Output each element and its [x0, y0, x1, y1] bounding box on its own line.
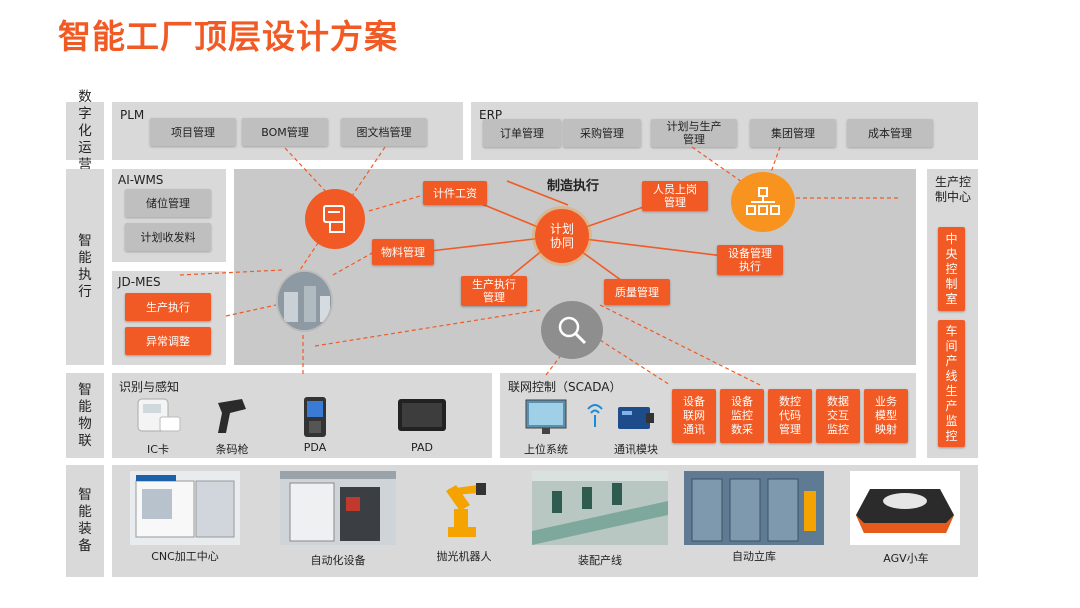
- wms-item-storage[interactable]: 储位管理: [125, 189, 211, 217]
- organization-circle[interactable]: [731, 172, 795, 232]
- erp-panel: ERP 订单管理 采购管理 计划与生产管理 集团管理 成本管理: [471, 102, 978, 160]
- equip-polishing-robot: 抛光机器人: [436, 550, 492, 563]
- wms-label: AI-WMS: [118, 173, 164, 187]
- tablet-icon: [398, 399, 446, 431]
- node-quality[interactable]: 质量管理: [604, 279, 670, 305]
- barcode-scanner-icon: [218, 399, 246, 433]
- document-flow-circle[interactable]: [305, 189, 365, 249]
- device-pda: PDA: [303, 441, 327, 454]
- comm-module-icon: [618, 407, 654, 429]
- equip-automation: 自动化设备: [310, 554, 366, 567]
- pda-icon: [304, 397, 326, 437]
- plm-item-bom[interactable]: BOM管理: [242, 118, 328, 146]
- org-chart-icon: [746, 187, 780, 215]
- analysis-circle[interactable]: [541, 301, 603, 359]
- scada-panel: 联网控制（SCADA） 上位系统 通讯模块 设备联网通讯 设备监控数采 数控代码…: [500, 373, 916, 458]
- erp-item-planning[interactable]: 计划与生产管理: [651, 119, 737, 147]
- device-pad: PAD: [411, 441, 433, 454]
- control-center-item-central[interactable]: 中央控制室: [938, 227, 965, 311]
- layer-label-smart-equip: 智能装备: [66, 465, 104, 577]
- document-icon: [323, 205, 345, 233]
- mfg-title: 制造执行: [547, 179, 600, 194]
- mes-label: JD-MES: [118, 275, 161, 289]
- erp-item-orders[interactable]: 订单管理: [483, 119, 561, 147]
- node-equipment-exec[interactable]: 设备管理执行: [717, 245, 783, 275]
- layer-label-text: 数字化运营: [78, 88, 92, 173]
- erp-item-cost[interactable]: 成本管理: [847, 119, 933, 147]
- device-barcode-gun: 条码枪: [215, 443, 249, 456]
- control-center-item-workshop[interactable]: 车间产线生产监控: [938, 320, 965, 447]
- agv-robot-image: [850, 471, 960, 545]
- assembly-line-image: [532, 471, 668, 545]
- equip-cnc: CNC加工中心: [151, 550, 219, 563]
- mes-item-exception[interactable]: 异常调整: [125, 327, 211, 355]
- plm-label: PLM: [120, 108, 145, 122]
- cnc-machine-image: [130, 471, 240, 545]
- polishing-robot-image: [446, 483, 486, 537]
- equip-auto-warehouse: 自动立库: [732, 550, 776, 563]
- erp-label: ERP: [479, 108, 503, 122]
- layer-label-smart-iot: 智能物联: [66, 373, 104, 458]
- scada-func-model[interactable]: 业务模型映射: [864, 389, 908, 443]
- erp-item-purchase[interactable]: 采购管理: [563, 119, 641, 147]
- scada-label: 联网控制（SCADA）: [508, 380, 622, 394]
- ic-card-reader-icon: [137, 398, 181, 432]
- magnifier-icon: [558, 316, 587, 345]
- automation-equipment-image: [280, 471, 396, 545]
- layer-label-digital-ops: 数字化运营: [66, 89, 104, 173]
- scada-func-network[interactable]: 设备联网通讯: [672, 389, 716, 443]
- node-staffing[interactable]: 人员上岗管理: [642, 181, 708, 211]
- device-comm-module: 通讯模块: [614, 443, 658, 456]
- page-title: 智能工厂顶层设计方案: [58, 17, 398, 56]
- auto-warehouse-image: [684, 471, 824, 545]
- layer-label-text: 智能执行: [78, 233, 92, 300]
- layer-label-text: 智能装备: [78, 487, 92, 554]
- control-center-panel: 生产控制中心 中央控制室 车间产线生产监控: [927, 169, 978, 458]
- mes-panel: JD-MES 生产执行 异常调整: [112, 271, 226, 365]
- node-piecework-wage[interactable]: 计件工资: [423, 181, 487, 205]
- control-center-label: 生产控制中心: [934, 175, 971, 204]
- device-ic-card: IC卡: [147, 443, 169, 456]
- plm-item-docs[interactable]: 图文档管理: [341, 118, 427, 146]
- sensing-panel: 识别与感知 IC卡 条码枪 PDA PAD: [112, 373, 492, 458]
- node-production-exec[interactable]: 生产执行管理: [461, 276, 527, 306]
- scada-func-data[interactable]: 数据交互监控: [816, 389, 860, 443]
- erp-item-group[interactable]: 集团管理: [750, 119, 836, 147]
- node-material[interactable]: 物料管理: [372, 239, 434, 265]
- scada-func-nc-code[interactable]: 数控代码管理: [768, 389, 812, 443]
- workshop-photo-circle: [276, 270, 333, 332]
- device-host-system: 上位系统: [524, 443, 568, 456]
- plan-collab-center[interactable]: 计划协同: [535, 209, 589, 263]
- equip-agv: AGV小车: [883, 552, 929, 565]
- sensing-label: 识别与感知: [119, 380, 180, 394]
- equipment-panel: CNC加工中心 自动化设备 抛光机器人 装配产线 自动立库: [112, 465, 978, 577]
- mes-item-exec[interactable]: 生产执行: [125, 293, 211, 321]
- wms-item-receive[interactable]: 计划收发料: [125, 223, 211, 251]
- scada-func-monitor[interactable]: 设备监控数采: [720, 389, 764, 443]
- layer-label-text: 智能物联: [78, 381, 92, 449]
- wms-panel: AI-WMS 储位管理 计划收发料: [112, 169, 226, 262]
- monitor-icon: [525, 399, 567, 434]
- plm-item-project[interactable]: 项目管理: [150, 118, 236, 146]
- workshop-photo: [278, 272, 331, 330]
- wireless-signal-icon: [587, 404, 603, 427]
- layer-label-smart-exec: 智能执行: [66, 169, 104, 365]
- equip-assembly-line: 装配产线: [578, 554, 622, 567]
